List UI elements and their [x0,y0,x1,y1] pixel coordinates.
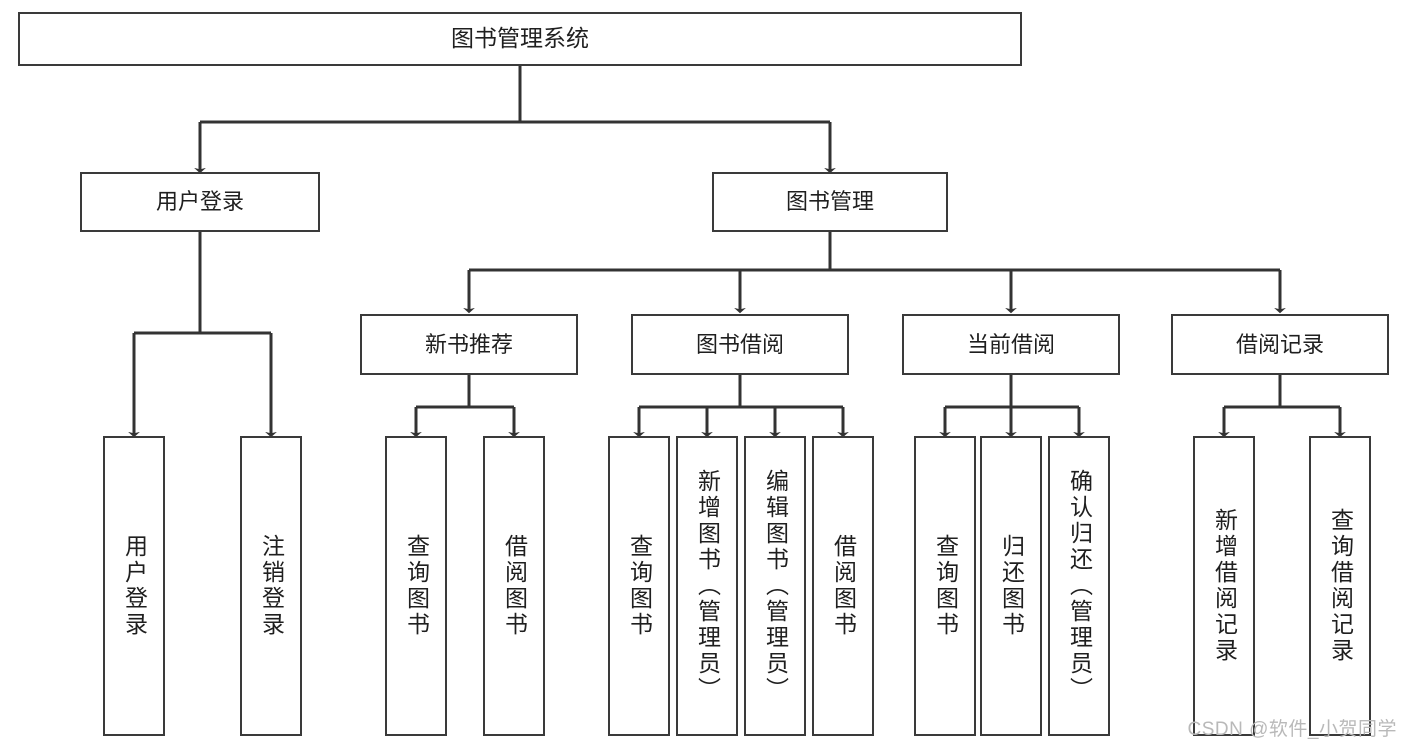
node-leaf-query-book-2-label: 查询图书 [626,534,653,638]
node-leaf-borrow-book-2[interactable]: 借阅图书 [812,436,874,736]
node-user-login-label: 用户登录 [155,189,244,215]
node-root-label: 图书管理系统 [451,25,589,52]
node-leaf-logout-login-label: 注销登录 [258,534,285,638]
node-leaf-borrow-book-1-label: 借阅图书 [501,534,528,638]
node-leaf-return-book[interactable]: 归还图书 [980,436,1042,736]
node-leaf-borrow-book-1[interactable]: 借阅图书 [483,436,545,736]
node-leaf-confirm-return-label: 确认归还（管理员） [1066,469,1093,703]
node-book-manage-label: 图书管理 [785,189,874,215]
node-borrow-record[interactable]: 借阅记录 [1171,314,1389,375]
node-leaf-user-login[interactable]: 用户登录 [103,436,165,736]
node-leaf-logout-login[interactable]: 注销登录 [240,436,302,736]
node-leaf-query-record-label: 查询借阅记录 [1327,508,1354,664]
node-leaf-query-book-1-label: 查询图书 [403,534,430,638]
node-current-borrow[interactable]: 当前借阅 [902,314,1120,375]
node-leaf-add-record-label: 新增借阅记录 [1211,508,1238,664]
node-borrow-record-label: 借阅记录 [1235,331,1324,357]
node-leaf-query-book-2[interactable]: 查询图书 [608,436,670,736]
node-leaf-edit-book[interactable]: 编辑图书（管理员） [744,436,806,736]
node-leaf-add-book-label: 新增图书（管理员） [694,469,721,703]
node-leaf-query-record[interactable]: 查询借阅记录 [1309,436,1371,736]
watermark: CSDN @软件_小贺同学 [1187,719,1397,740]
node-leaf-query-book-1[interactable]: 查询图书 [385,436,447,736]
node-leaf-borrow-book-2-label: 借阅图书 [830,534,857,638]
node-book-manage[interactable]: 图书管理 [712,172,948,232]
node-leaf-edit-book-label: 编辑图书（管理员） [762,469,789,703]
node-book-borrow[interactable]: 图书借阅 [631,314,849,375]
node-new-book-recommend-label: 新书推荐 [424,331,513,357]
node-leaf-query-book-3-label: 查询图书 [932,534,959,638]
node-leaf-confirm-return[interactable]: 确认归还（管理员） [1048,436,1110,736]
node-user-login[interactable]: 用户登录 [80,172,320,232]
node-current-borrow-label: 当前借阅 [966,331,1055,357]
node-leaf-user-login-label: 用户登录 [121,534,148,638]
node-new-book-recommend[interactable]: 新书推荐 [360,314,578,375]
node-leaf-add-book[interactable]: 新增图书（管理员） [676,436,738,736]
node-book-borrow-label: 图书借阅 [695,331,784,357]
node-leaf-query-book-3[interactable]: 查询图书 [914,436,976,736]
node-leaf-return-book-label: 归还图书 [998,534,1025,638]
node-leaf-add-record[interactable]: 新增借阅记录 [1193,436,1255,736]
node-root[interactable]: 图书管理系统 [18,12,1022,66]
